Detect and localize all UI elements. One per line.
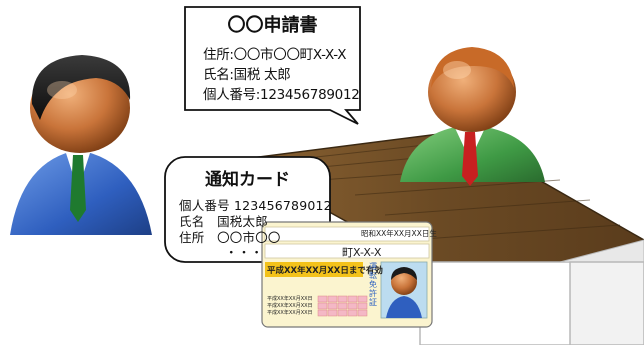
application-form-address: 住所:〇〇市〇〇町X-X-X — [203, 47, 347, 63]
notification-card-number: 個人番号 123456789012 — [179, 198, 332, 213]
applicant-hair — [31, 55, 131, 120]
application-form-title: 〇〇申請書 — [227, 15, 318, 36]
clerk — [400, 47, 545, 186]
application-form-bubble — [184, 6, 361, 125]
license-side-label: 運転免許証 — [369, 262, 377, 307]
clerk-tie — [462, 132, 478, 186]
license-history-1: 平成XX年XX月XX日 — [267, 296, 313, 302]
application-form-number: 個人番号:123456789012 — [203, 87, 360, 103]
license-address: 町X-X-X — [342, 246, 382, 259]
application-form: 〇〇申請書 住所:〇〇市〇〇町X-X-X 氏名:国税 太郎 個人番号:12345… — [185, 7, 360, 110]
driver-license — [261, 221, 433, 328]
applicant-tie — [70, 155, 86, 222]
clerk-head — [428, 52, 516, 132]
license-birth-date: 昭和XX年XX月XX日生 — [361, 229, 437, 238]
counter-side — [569, 261, 644, 345]
notification-card-name: 氏名 国税太郎 — [179, 214, 268, 229]
notification-card-ellipsis: ・・・ — [225, 245, 264, 260]
license-history-2: 平成XX年XX月XX日 — [267, 303, 313, 309]
notification-card: 通知カード 個人番号 123456789012 氏名 国税太郎 住所 〇〇市〇〇… — [165, 157, 332, 262]
notification-card-address: 住所 〇〇市〇〇 — [179, 230, 281, 245]
license-history-3: 平成XX年XX月XX日 — [267, 310, 313, 316]
notification-card-title: 通知カード — [205, 170, 290, 190]
application-form-name: 氏名:国税 太郎 — [203, 67, 291, 83]
license-grid — [317, 295, 368, 317]
counter — [232, 131, 644, 345]
license-validity: 平成XX年XX月XX日まで有効 — [267, 266, 383, 276]
license-validity-band — [265, 262, 363, 277]
applicant — [10, 55, 152, 235]
